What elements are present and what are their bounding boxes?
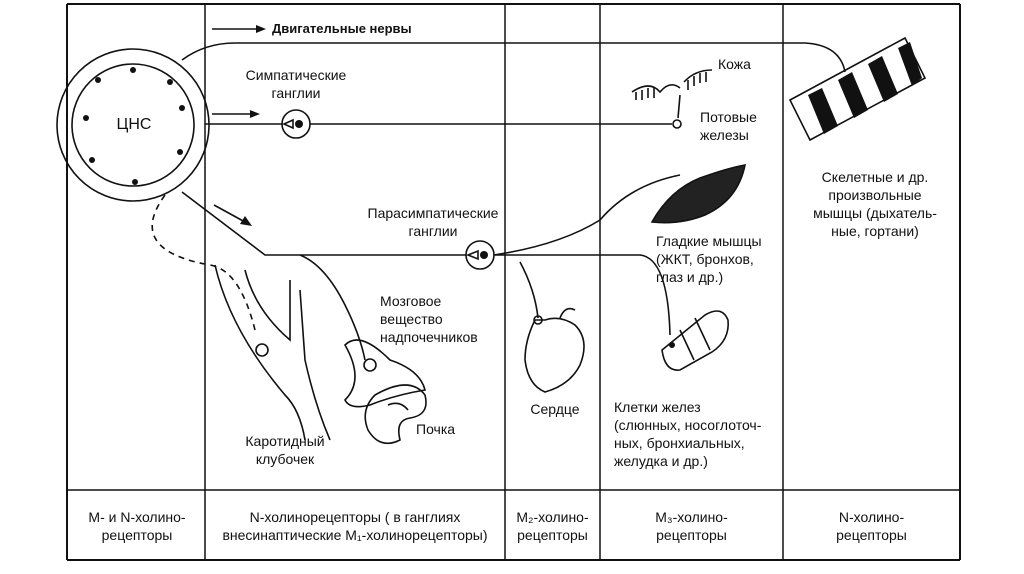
cns-ring xyxy=(56,48,210,202)
heart-shape xyxy=(524,307,585,393)
sweat-glands-label: Потовые железы xyxy=(700,109,757,143)
sympathetic-arrow xyxy=(212,110,260,118)
heart-label: Сердце xyxy=(530,401,580,417)
gland-cells-shape xyxy=(661,310,729,371)
gland-cells-label: Клетки желез (слюнных, носоглоточ- ных, … xyxy=(614,399,762,469)
receptor-cell-4: M₃-холино- рецепторы xyxy=(655,509,728,543)
adrenal-medulla-label: Мозговое вещество надпочечников xyxy=(380,293,478,345)
kidney-label: Почка xyxy=(416,421,456,437)
skeletal-muscle-shape xyxy=(788,36,927,142)
carotid-vessel xyxy=(214,264,331,441)
sympathetic-ganglia-label: Симпатические ганглии xyxy=(245,67,347,101)
parasympathetic-postganglionic xyxy=(494,254,671,336)
table-grid xyxy=(66,3,961,561)
receptor-cell-5: N-холино- рецепторы xyxy=(836,509,907,543)
parasympathetic-preganglionic xyxy=(181,191,466,256)
skeletal-muscles-label: Скелетные и др. произвольные мышцы (дыха… xyxy=(813,169,937,239)
parasympathetic-arrow xyxy=(213,204,252,226)
cns-label: ЦНС xyxy=(116,116,152,133)
cns-neurons xyxy=(83,67,185,185)
receptor-cell-2: N-холинорецепторы ( в ганглиях внесинапт… xyxy=(222,509,488,543)
adrenal-shape xyxy=(344,339,426,408)
carotid-dashed-line xyxy=(151,194,256,331)
smooth-muscles-label: Гладкие мышцы (ЖКТ, бронхов, глаз и др.) xyxy=(656,233,762,285)
motor-nerve-arrow xyxy=(212,25,266,33)
receptor-cell-3: M₂-холино- рецепторы xyxy=(516,509,589,543)
carotid-body-label: Каротидный клубочек xyxy=(245,433,325,467)
parasympathetic-ganglia-label: Парасимпатические ганглии xyxy=(367,205,499,239)
motor-nerve-line xyxy=(181,42,846,73)
skin-label: Кожа xyxy=(718,56,751,72)
smooth-muscle-shape xyxy=(650,164,747,224)
receptor-cell-1: M- и N-холино- рецепторы xyxy=(88,509,186,543)
skin-shape xyxy=(631,69,713,119)
motor-nerves-label: Двигательные нервы xyxy=(272,21,412,36)
kidney-shape xyxy=(364,384,427,445)
